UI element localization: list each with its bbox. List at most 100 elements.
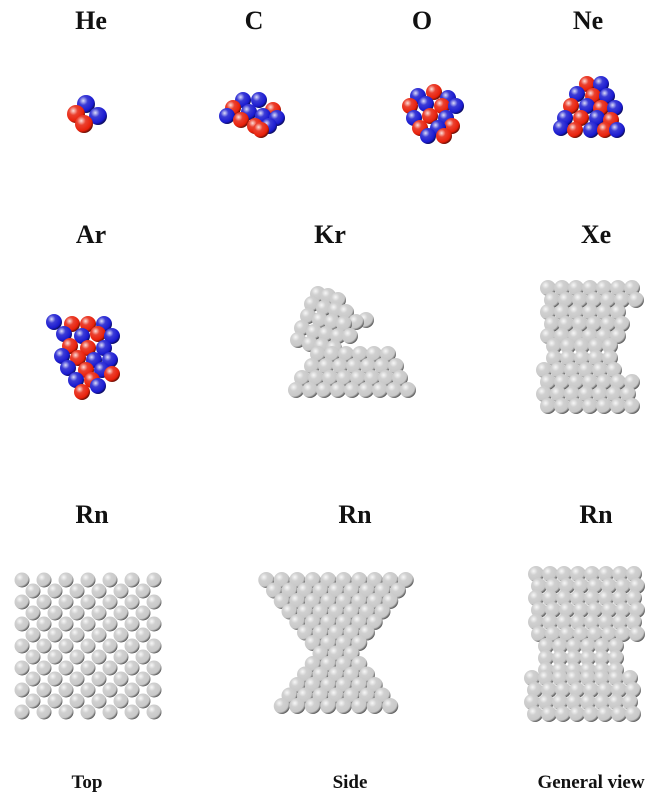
sphere bbox=[542, 614, 558, 630]
sphere bbox=[584, 566, 600, 582]
sphere bbox=[531, 578, 547, 594]
sphere bbox=[302, 382, 318, 398]
sphere bbox=[531, 602, 547, 618]
sphere bbox=[569, 706, 585, 722]
sphere bbox=[69, 627, 85, 643]
sphere bbox=[589, 110, 605, 126]
sphere bbox=[69, 649, 85, 665]
label-he: He bbox=[75, 6, 107, 35]
sphere bbox=[330, 382, 346, 398]
sphere bbox=[74, 384, 90, 400]
sphere bbox=[47, 627, 63, 643]
sphere bbox=[25, 605, 41, 621]
sphere bbox=[294, 370, 310, 386]
sphere bbox=[598, 590, 614, 606]
sphere bbox=[552, 650, 568, 666]
sphere bbox=[601, 602, 617, 618]
sphere bbox=[527, 706, 543, 722]
sphere bbox=[14, 638, 30, 654]
sphere bbox=[289, 698, 306, 714]
sphere bbox=[58, 616, 74, 632]
sphere bbox=[611, 682, 627, 698]
sphere bbox=[91, 649, 107, 665]
sphere bbox=[615, 626, 631, 642]
sphere bbox=[566, 670, 582, 686]
sphere bbox=[25, 693, 41, 709]
sphere bbox=[528, 566, 544, 582]
sphere bbox=[612, 590, 628, 606]
sphere bbox=[91, 693, 107, 709]
sphere bbox=[615, 578, 631, 594]
sphere bbox=[351, 698, 368, 714]
cluster-he bbox=[67, 95, 107, 133]
sphere bbox=[386, 382, 402, 398]
sphere bbox=[102, 682, 118, 698]
sphere bbox=[566, 638, 582, 654]
label-rn-general: Rn bbox=[579, 500, 613, 529]
sphere bbox=[135, 649, 151, 665]
sphere bbox=[622, 694, 638, 710]
sphere bbox=[91, 671, 107, 687]
sphere bbox=[422, 108, 438, 124]
sphere bbox=[335, 698, 352, 714]
sphere bbox=[625, 706, 641, 722]
sphere bbox=[219, 108, 235, 124]
sphere bbox=[58, 638, 74, 654]
sphere bbox=[593, 76, 609, 92]
sphere bbox=[584, 590, 600, 606]
caption-side: Side bbox=[332, 772, 368, 793]
sphere bbox=[545, 578, 561, 594]
sphere bbox=[538, 694, 554, 710]
sphere bbox=[372, 382, 388, 398]
sphere bbox=[113, 627, 129, 643]
cluster-ne bbox=[553, 76, 625, 138]
sphere bbox=[68, 372, 84, 388]
sphere bbox=[582, 398, 598, 414]
sphere bbox=[610, 398, 626, 414]
sphere bbox=[612, 614, 628, 630]
sphere bbox=[400, 382, 416, 398]
sphere bbox=[312, 312, 328, 328]
sphere bbox=[602, 338, 618, 354]
sphere bbox=[566, 650, 582, 666]
sphere bbox=[80, 682, 96, 698]
sphere bbox=[273, 698, 290, 714]
sphere bbox=[336, 316, 352, 332]
sphere bbox=[567, 122, 583, 138]
sphere bbox=[612, 566, 628, 582]
sphere bbox=[102, 594, 118, 610]
sphere bbox=[594, 670, 610, 686]
sphere bbox=[538, 638, 554, 654]
sphere bbox=[556, 566, 572, 582]
sphere bbox=[47, 583, 63, 599]
sphere bbox=[378, 370, 394, 386]
sphere bbox=[597, 122, 613, 138]
sphere bbox=[102, 704, 118, 720]
sphere bbox=[570, 590, 586, 606]
sphere bbox=[47, 605, 63, 621]
sphere bbox=[573, 602, 589, 618]
sphere bbox=[524, 670, 540, 686]
sphere bbox=[316, 382, 332, 398]
sphere bbox=[570, 566, 586, 582]
sphere bbox=[135, 605, 151, 621]
sphere bbox=[366, 698, 383, 714]
sphere bbox=[608, 638, 624, 654]
sphere bbox=[338, 304, 354, 320]
sphere bbox=[560, 338, 576, 354]
sphere bbox=[324, 314, 340, 330]
sphere bbox=[542, 590, 558, 606]
sphere bbox=[46, 314, 62, 330]
sphere bbox=[597, 682, 613, 698]
sphere bbox=[124, 594, 140, 610]
sphere bbox=[358, 382, 374, 398]
sphere bbox=[545, 602, 561, 618]
sphere bbox=[322, 370, 338, 386]
sphere bbox=[380, 346, 396, 362]
sphere bbox=[288, 382, 304, 398]
cluster-c bbox=[219, 92, 285, 138]
sphere bbox=[80, 616, 96, 632]
sphere bbox=[528, 614, 544, 630]
sphere bbox=[80, 704, 96, 720]
sphere bbox=[580, 694, 596, 710]
